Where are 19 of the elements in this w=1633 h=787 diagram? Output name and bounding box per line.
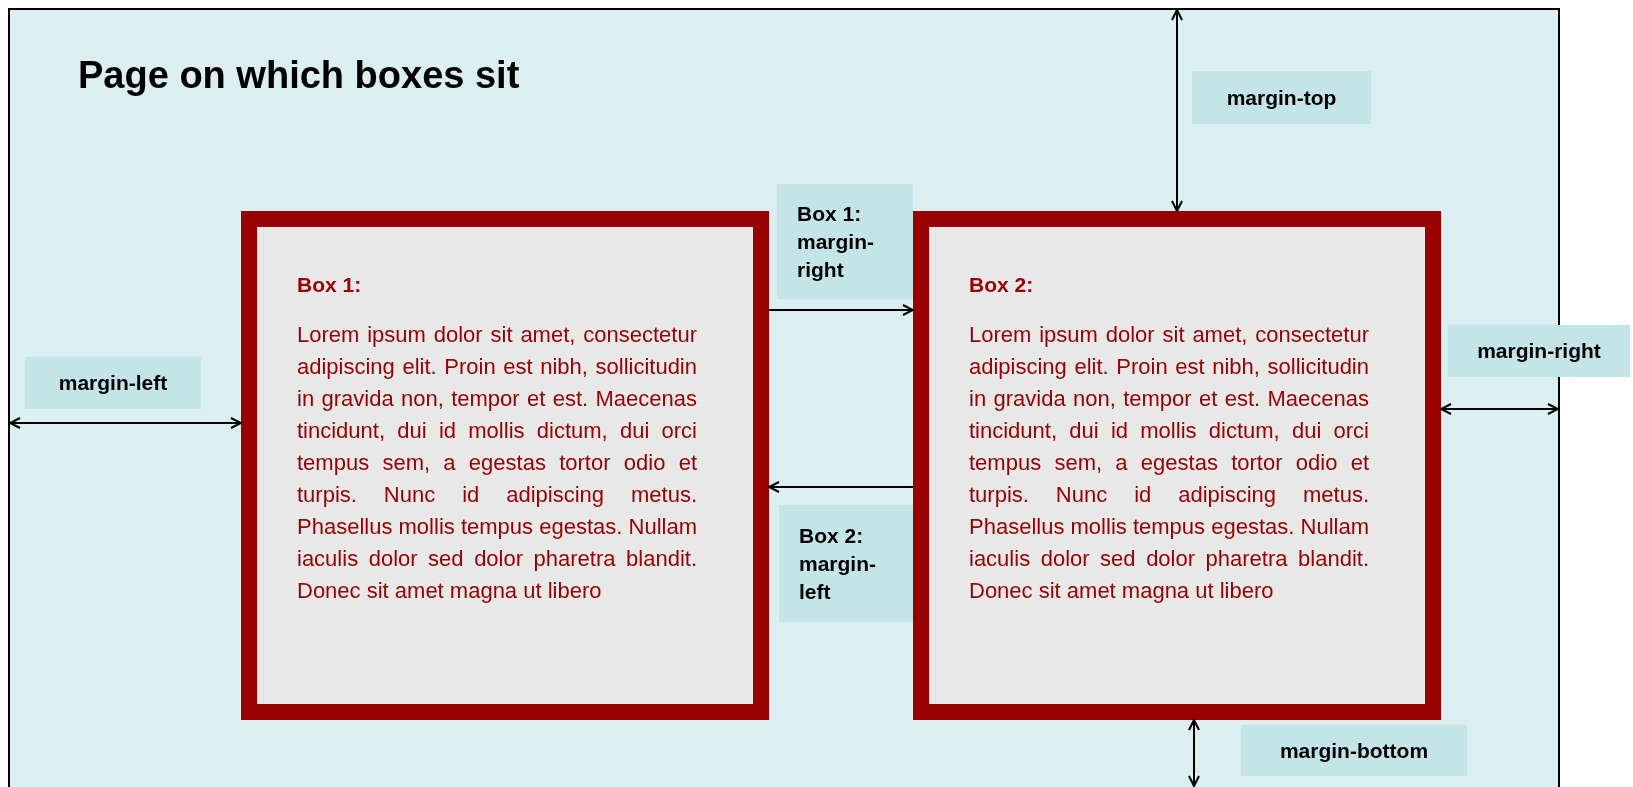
arrow xyxy=(768,304,914,316)
content-box xyxy=(913,211,1441,720)
page-title: Page on which boxes sit xyxy=(78,54,520,97)
arrow xyxy=(9,417,242,429)
box-heading: Box 2: xyxy=(969,273,1035,297)
arrow xyxy=(1440,403,1559,415)
arrow xyxy=(768,481,914,493)
arrow xyxy=(1188,719,1200,787)
content-box xyxy=(241,211,769,720)
margin-label: margin-bottom xyxy=(1241,725,1467,776)
arrow xyxy=(1171,9,1183,212)
box-heading: Box 1: xyxy=(297,273,363,297)
body-text: Lorem ipsum dolor sit amet, consectetur adipiscing elit. Proin est nibh, sollicitudin in gravida non, tempor et est. Maecenas tincidunt, dui id mollis dictum, dui orci tempus sem, a egestas tortor odio et turpis. Nunc id adipiscing metus. Phasellus mollis tempus egestas. Nullam iaculis dolor sed dolor pharetra blandit. Donec sit amet magna ut libero xyxy=(297,321,697,605)
margin-label: margin-top xyxy=(1192,71,1371,124)
body-text: Lorem ipsum dolor sit amet, consectetur adipiscing elit. Proin est nibh, sollicitudin in gravida non, tempor et est. Maecenas tincidunt, dui id mollis dictum, dui orci tempus sem, a egestas tortor odio et turpis. Nunc id adipiscing metus. Phasellus mollis tempus egestas. Nullam iaculis dolor sed dolor pharetra blandit. Donec sit amet magna ut libero xyxy=(969,321,1369,605)
margin-label: margin-left xyxy=(25,357,201,409)
margin-label: Box 1: margin-right xyxy=(777,184,913,299)
margin-label: margin-right xyxy=(1448,325,1630,377)
margin-label: Box 2: margin-left xyxy=(779,505,913,622)
